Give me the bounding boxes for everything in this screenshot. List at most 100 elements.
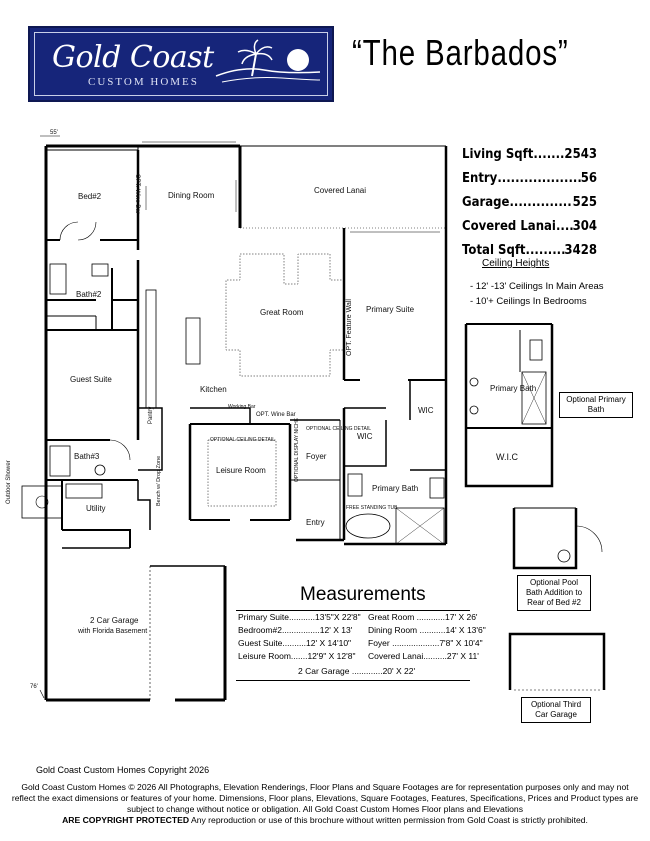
- sqft-row: Entry..................................5…: [462, 167, 597, 191]
- sqft-value: 525: [572, 195, 597, 210]
- sqft-label: Garage: [462, 195, 510, 210]
- measurements-bottom-divider: [236, 680, 470, 681]
- brand-name: Gold Coast: [52, 40, 214, 75]
- measurement-row: Covered Lanai..........27' X 11': [368, 651, 479, 661]
- sqft-value: 304: [572, 219, 597, 234]
- sqft-dots: ...................: [533, 147, 565, 162]
- room-covered-lanai: Covered Lanai: [314, 186, 367, 195]
- measurement-row: Leisure Room.......12'9" X 12'8": [238, 651, 356, 661]
- sqft-dots: .................: [525, 243, 565, 258]
- model-title: “The Barbados”: [352, 32, 569, 73]
- measurement-label: Leisure Room: [238, 651, 291, 661]
- sqft-value: 2543: [564, 147, 597, 162]
- sqft-dots: ............: [555, 219, 573, 234]
- measurements-title: Measurements: [300, 584, 426, 605]
- sqft-row: Garage........................... 525: [462, 191, 597, 215]
- room-garage-sub: with Florida Basement: [78, 628, 148, 635]
- measurement-value: 12' X 14'10": [306, 638, 352, 648]
- measurement-label: Bedroom#2: [238, 625, 282, 635]
- square-footage-table: Living Sqft...................2543Entry.…: [462, 143, 612, 263]
- label-optional-display: OPTIONAL DISPLAY NICHE: [294, 417, 300, 482]
- measurement-value: 17' X 26': [445, 612, 478, 622]
- sqft-dots: ...........................: [509, 195, 572, 210]
- room-primary-bath: Primary Bath: [372, 484, 419, 493]
- depth-dimension: 76': [30, 684, 38, 690]
- measurement-row: Primary Suite...........13'5"X 22'8": [238, 612, 361, 622]
- measurements-divider: [236, 610, 470, 611]
- room-leisure: Leisure Room: [216, 466, 266, 475]
- label-opt-wine-bar-2: OPT. Wine Bar: [256, 412, 296, 418]
- footer-copyright: Gold Coast Custom Homes Copyright 2026: [36, 765, 210, 775]
- measurement-dots: ...........: [417, 625, 446, 635]
- room-dining: Dining Room: [168, 191, 215, 200]
- brand-logo: Gold Coast CUSTOM HOMES: [28, 26, 334, 102]
- room-bath3: Bath#3: [74, 452, 100, 461]
- optional-primary-bath-box: Optional Primary Bath: [559, 392, 633, 418]
- room-entry: Entry: [306, 518, 325, 527]
- measurement-value: 13'5"X 22'8": [315, 612, 361, 622]
- measurement-dots: ................: [281, 625, 320, 635]
- room-guest-suite: Guest Suite: [70, 375, 112, 384]
- label-free-tub: FREE STANDING TUB: [346, 505, 398, 511]
- measurement-dots: ..........: [423, 651, 447, 661]
- measurement-value: 12' X 13': [319, 625, 353, 635]
- room-foyer: Foyer: [306, 452, 327, 461]
- sqft-label: Entry: [462, 171, 498, 186]
- measurement-row: Bedroom#2................12' X 13': [238, 625, 352, 635]
- sqft-dots: ..................................: [497, 171, 580, 186]
- sqft-value: 56: [580, 171, 597, 186]
- measurement-label: Great Room: [368, 612, 415, 622]
- ceiling-heights-item: - 12' -13' Ceilings In Main Areas: [470, 281, 604, 292]
- sqft-value: 3428: [564, 243, 597, 258]
- measurement-label: Primary Suite: [238, 612, 290, 622]
- measurement-dots: ...........: [289, 612, 315, 622]
- ceiling-heights-title: Ceiling Heights: [482, 258, 550, 269]
- room-kitchen: Kitchen: [200, 385, 227, 394]
- measurement-value: 14' X 13'6": [445, 625, 486, 635]
- measurement-label: Dining Room: [368, 625, 418, 635]
- optional-pool-bath-box: Optional Pool Bath Addition to Rear of B…: [517, 575, 591, 611]
- measurement-label: Covered Lanai: [368, 651, 424, 661]
- sqft-row: Living Sqft...................2543: [462, 143, 597, 167]
- measurement-row: Dining Room ...........14' X 13'6": [368, 625, 486, 635]
- label-outdoor-shower: Outdoor Shower: [6, 460, 12, 504]
- logo-border: [34, 32, 328, 96]
- sqft-row: Total Sqft................. 3428: [462, 239, 597, 263]
- sqft-label: Covered Lanai: [462, 219, 556, 234]
- measurement-row: Guest Suite..........12' X 14'10": [238, 638, 351, 648]
- brand-tagline: CUSTOM HOMES: [88, 76, 199, 88]
- optional-third-garage-box: Optional Third Car Garage: [521, 697, 591, 723]
- measurement-dots: .......: [290, 651, 308, 661]
- room-bed2: Bed#2: [78, 192, 102, 201]
- label-working-bar: Working Bar: [228, 404, 256, 410]
- measurement-value: 7'8" X 10'4": [439, 638, 483, 648]
- measurement-value: 12'9" X 12'8": [307, 651, 356, 661]
- width-dimension: 55': [50, 130, 58, 136]
- room-utility: Utility: [86, 504, 106, 513]
- measurement-dots: ..........: [282, 638, 307, 648]
- room-pantry: Pantry: [148, 406, 154, 424]
- ceiling-heights-item: - 10'+ Ceilings In Bedrooms: [470, 296, 587, 307]
- label-optional-ceiling: OPTIONAL CEILING DETAIL: [210, 437, 276, 443]
- label-feature-wall: OPT. Feature Wall: [346, 299, 353, 356]
- room-garage: 2 Car Garage: [90, 616, 139, 625]
- room-bath2: Bath#2: [76, 290, 102, 299]
- room-wic-1: WIC: [418, 406, 434, 415]
- footer-disclaimer: Gold Coast Custom Homes © 2026 All Photo…: [11, 782, 639, 825]
- option-primary-bath-label: Primary Bath: [490, 384, 537, 393]
- measurement-label: Guest Suite: [238, 638, 283, 648]
- measurement-row: Great Room ............17' X 26': [368, 612, 478, 622]
- label-opt-wine-bar: OPT. Wine Bar: [134, 174, 140, 214]
- measurement-dots: ............: [414, 612, 445, 622]
- sqft-row: Covered Lanai............ 304: [462, 215, 597, 239]
- measurement-row: Foyer ....................7'8" X 10'4": [368, 638, 483, 648]
- measurement-value: 27' X 11': [446, 651, 479, 661]
- measurement-dots: ....................: [389, 638, 440, 648]
- room-great-room: Great Room: [260, 308, 304, 317]
- label-drop-zone: Bench w/ Drop Zone: [156, 455, 162, 506]
- measurement-garage: 2 Car Garage .............20' X 22': [298, 666, 416, 676]
- label-optional-ceiling-2: OPTIONAL CEILING DETAIL: [306, 426, 372, 432]
- palm-sun-icon: [215, 39, 321, 83]
- room-wic-2: WIC: [357, 432, 373, 441]
